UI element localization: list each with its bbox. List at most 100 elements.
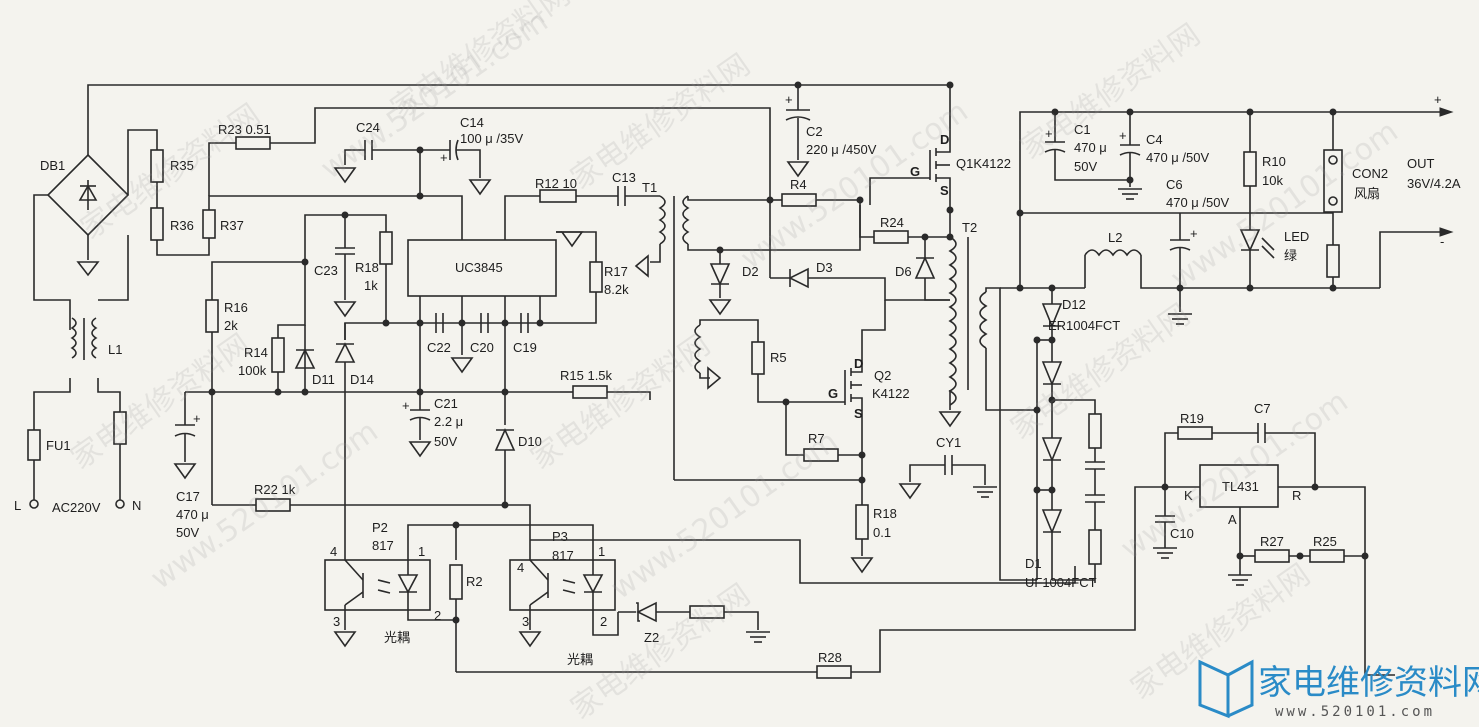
svg-text:+: + (440, 150, 448, 165)
svg-text:2: 2 (600, 614, 607, 629)
opto-interconnect: R2 R28 (407, 486, 1165, 679)
svg-text:470 μ: 470 μ (176, 507, 209, 522)
choke-l1 (70, 317, 77, 359)
svg-text:P2: P2 (372, 520, 388, 535)
svg-text:G: G (910, 164, 920, 179)
svg-text:P3: P3 (552, 529, 568, 544)
svg-text:G: G (828, 386, 838, 401)
svg-text:R16: R16 (224, 300, 248, 315)
logo-subtitle: www.520101.com (1275, 704, 1435, 720)
watermark-text: 家电维修资料网 (525, 327, 717, 476)
svg-text:L2: L2 (1108, 230, 1122, 245)
svg-text:C7: C7 (1254, 401, 1271, 416)
svg-text:R17: R17 (604, 264, 628, 279)
svg-text:50V: 50V (434, 434, 457, 449)
secondary-rectifier: D12 ER1004FCT D1 UF1004FCT (985, 213, 1120, 590)
svg-text:0.1: 0.1 (873, 525, 891, 540)
svg-text:D3: D3 (816, 260, 833, 275)
bridge-label: DB1 (40, 158, 65, 173)
svg-text:D10: D10 (518, 434, 542, 449)
svg-text:C17: C17 (176, 489, 200, 504)
feedback-left: C23 R18 1k R16 2k R14 100k D11 D14 (185, 211, 560, 560)
output-filter: + + C1 470 μ 50V + C4 470 μ /50V C6 470 … (1016, 92, 1461, 325)
svg-text:3: 3 (333, 614, 340, 629)
pwm-controller: UC3845 R12 10 C13 R17 8.2k C22 C20 C1 (344, 170, 660, 374)
chip-label: UC3845 (455, 260, 503, 275)
svg-text:R12 10: R12 10 (535, 176, 577, 191)
svg-text:R10: R10 (1262, 154, 1286, 169)
svg-text:D: D (854, 356, 863, 371)
svg-text:CY1: CY1 (936, 435, 961, 450)
svg-text:R5: R5 (770, 350, 787, 365)
vcc-filter: R23 0.51 C24 + C14 100 μ /35V (208, 107, 771, 278)
choke-label: L1 (108, 342, 122, 357)
svg-text:817: 817 (372, 538, 394, 553)
svg-text:C23: C23 (314, 263, 338, 278)
svg-text:+: + (193, 411, 201, 426)
svg-text:D2: D2 (742, 264, 759, 279)
svg-text:Q2: Q2 (874, 368, 891, 383)
svg-text:K: K (1184, 488, 1193, 503)
svg-text:+: + (785, 92, 793, 107)
svg-text:470 μ: 470 μ (1074, 140, 1107, 155)
svg-text:光耦: 光耦 (384, 630, 410, 645)
svg-text:R22 1k: R22 1k (254, 482, 296, 497)
svg-text:C1: C1 (1074, 122, 1091, 137)
svg-text:R27: R27 (1260, 534, 1284, 549)
svg-text:S: S (940, 183, 949, 198)
svg-text:220 μ /450V: 220 μ /450V (806, 142, 877, 157)
svg-text:2k: 2k (224, 318, 238, 333)
svg-text:R: R (1292, 488, 1301, 503)
svg-text:D12: D12 (1062, 297, 1086, 312)
watermark-text: 家电维修资料网 (565, 47, 757, 196)
svg-text:C6: C6 (1166, 177, 1183, 192)
svg-text:2: 2 (434, 608, 441, 623)
svg-text:D: D (940, 132, 949, 147)
tl431-chip (1199, 464, 1279, 508)
svg-text:C4: C4 (1146, 132, 1163, 147)
svg-text:LED: LED (1284, 229, 1309, 244)
svg-text:1: 1 (598, 544, 605, 559)
site-logo: 家电维修资料网 www.520101.com (1198, 659, 1479, 720)
svg-text:绿: 绿 (1284, 248, 1297, 263)
ac-input-label: AC220V (52, 500, 101, 515)
svg-text:T1: T1 (642, 180, 657, 195)
svg-text:D11: D11 (312, 372, 335, 387)
watermark-text: 家电维修资料网 (1015, 17, 1207, 166)
svg-text:R36: R36 (170, 218, 194, 233)
svg-text:风扇: 风扇 (1354, 186, 1380, 201)
svg-text:R28: R28 (818, 650, 842, 665)
svg-text:R37: R37 (220, 218, 244, 233)
terminal-n-label: N (132, 498, 141, 513)
voltage-reference: TL431 K A R R19 C7 C10 R27 (1153, 401, 1395, 676)
svg-text:1k: 1k (364, 278, 378, 293)
svg-text:R24: R24 (880, 215, 904, 230)
svg-text:C21: C21 (434, 396, 458, 411)
svg-text:A: A (1228, 512, 1237, 527)
svg-text:C24: C24 (356, 120, 380, 135)
svg-text:50V: 50V (1074, 159, 1097, 174)
svg-text:D6: D6 (895, 264, 912, 279)
book-icon (1198, 659, 1230, 719)
svg-text:-: - (1440, 234, 1444, 249)
svg-text:C20: C20 (470, 340, 494, 355)
svg-text:8.2k: 8.2k (604, 282, 629, 297)
svg-text:+: + (1045, 126, 1053, 141)
watermark-url: www.520101.com (315, 4, 555, 187)
svg-text:50V: 50V (176, 525, 199, 540)
svg-text:+: + (1119, 128, 1127, 143)
svg-text:3: 3 (522, 614, 529, 629)
svg-text:R2: R2 (466, 574, 483, 589)
svg-text:T2: T2 (962, 220, 977, 235)
svg-text:1: 1 (418, 544, 425, 559)
svg-text:+: + (1434, 92, 1442, 107)
svg-text:+: + (402, 398, 410, 413)
logo-title: 家电维修资料网 (1258, 663, 1479, 703)
svg-text:ER1004FCT: ER1004FCT (1048, 318, 1120, 333)
svg-text:CON2: CON2 (1352, 166, 1388, 181)
svg-text:C10: C10 (1170, 526, 1194, 541)
svg-text:Q1K4122: Q1K4122 (956, 156, 1011, 171)
cap-c17: + C17 470 μ 50V (173, 392, 209, 540)
svg-text:R23 0.51: R23 0.51 (218, 122, 271, 137)
fuse (27, 429, 41, 461)
